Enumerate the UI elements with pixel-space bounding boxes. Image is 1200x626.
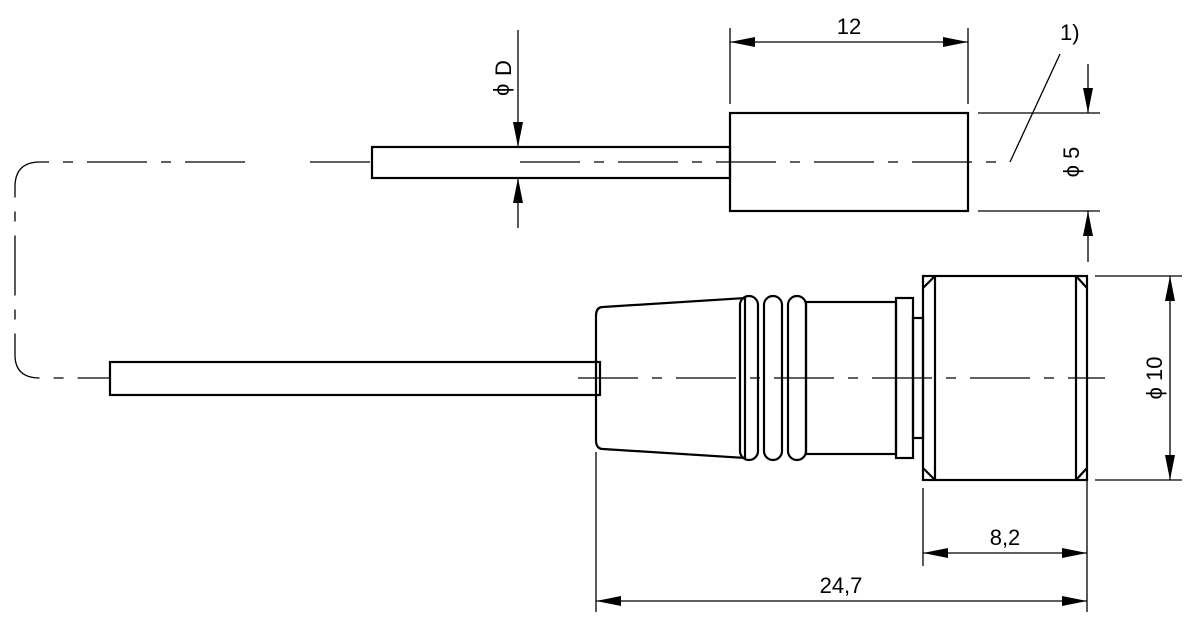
dimension-phi-d: ϕ D (489, 30, 523, 228)
dimension-24-7: 24,7 (595, 452, 1087, 612)
dim-8-2-label: 8,2 (990, 525, 1021, 550)
lower-cable (108, 360, 602, 397)
dimension-phi-10: ϕ 10 (1095, 275, 1182, 481)
phi-10-label: ϕ 10 (1142, 357, 1167, 400)
dimension-8-2: 8,2 (922, 480, 1088, 612)
phi-5-label: ϕ 5 (1059, 147, 1084, 178)
cable-path (14, 161, 245, 379)
dimension-phi-5: ϕ 5 (978, 64, 1100, 262)
dimension-12: 12 (729, 14, 969, 104)
note-1-leader: 1) (1009, 20, 1080, 163)
phi-d-letter: D (491, 60, 516, 76)
lower-connector (108, 274, 1105, 482)
dim-24-7-label: 24,7 (820, 573, 863, 598)
phi-d-symbol: ϕ (489, 84, 514, 96)
note-1-label: 1) (1060, 20, 1080, 45)
connector-sleeve (594, 296, 747, 460)
upper-probe (370, 111, 1000, 213)
dim-12-label: 12 (837, 14, 861, 39)
